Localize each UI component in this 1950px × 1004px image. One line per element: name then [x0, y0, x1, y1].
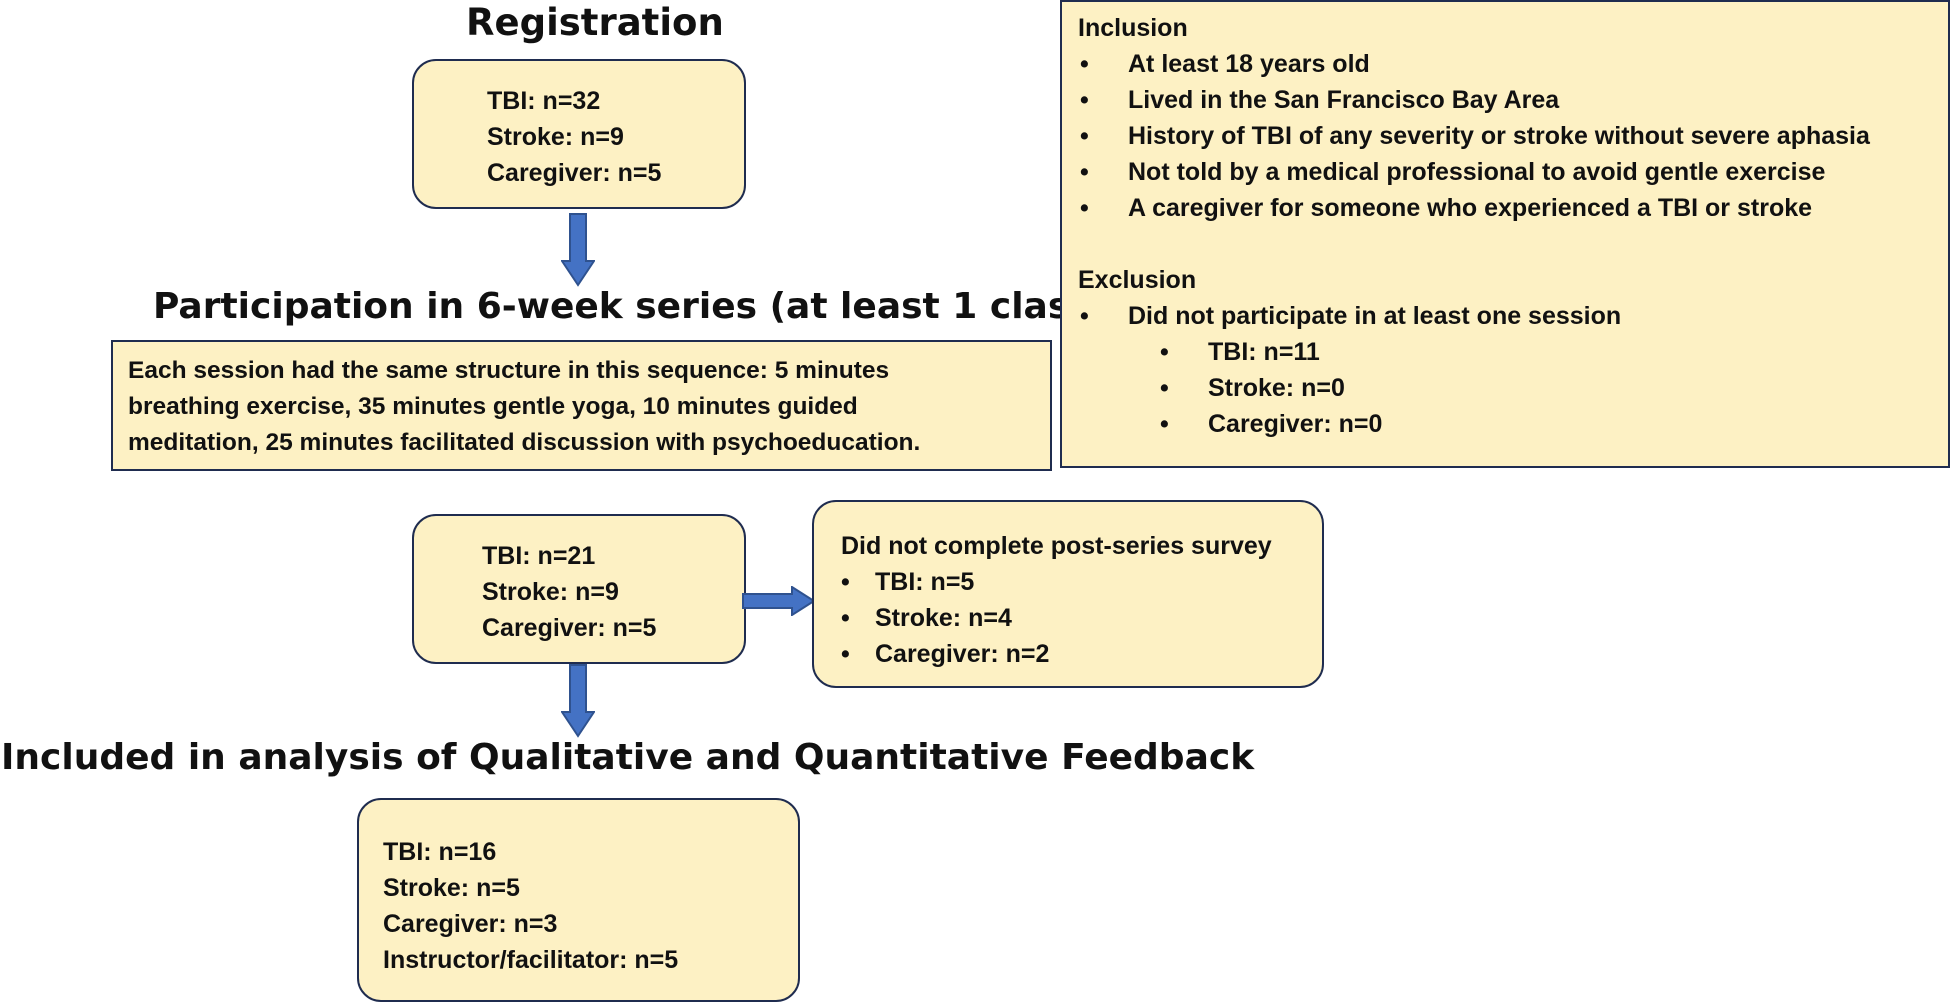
participation-heading: Participation in 6-week series (at least…: [153, 286, 1108, 327]
post-survey-item: • Caregiver: n=2: [841, 640, 1050, 668]
analysis-heading: Included in analysis of Qualitative and …: [1, 737, 1255, 778]
arrow-down-registration: [561, 213, 595, 287]
registration-stroke: Stroke: n=9: [487, 123, 624, 151]
session-line-1: Each session had the same structure in t…: [128, 357, 890, 384]
participants-box: TBI: n=21 Stroke: n=9 Caregiver: n=5: [412, 514, 746, 664]
session-line-2: breathing exercise, 35 minutes gentle yo…: [128, 393, 858, 420]
participants-caregiver: Caregiver: n=5: [482, 614, 657, 642]
participants-tbi: TBI: n=21: [482, 542, 596, 570]
registration-caregiver: Caregiver: n=5: [487, 159, 662, 187]
exclusion-item: • Did not participate in at least one se…: [1080, 302, 1622, 330]
arrow-right-post-survey: [742, 586, 816, 616]
post-survey-title: Did not complete post-series survey: [841, 532, 1272, 560]
arrow-down-participants: [561, 664, 595, 738]
post-survey-box: Did not complete post-series survey • TB…: [812, 500, 1324, 688]
criteria-box: Inclusion • At least 18 years old • Live…: [1060, 0, 1950, 468]
spacer: [1078, 226, 1938, 262]
analysis-tbi: TBI: n=16: [383, 838, 497, 866]
analysis-stroke: Stroke: n=5: [383, 874, 520, 902]
analysis-box: TBI: n=16 Stroke: n=5 Caregiver: n=3 Ins…: [357, 798, 800, 1002]
exclusion-title: Exclusion: [1078, 266, 1197, 294]
registration-tbi: TBI: n=32: [487, 87, 601, 115]
exclusion-subitem: • Stroke: n=0: [1160, 374, 1345, 402]
post-survey-item: • TBI: n=5: [841, 568, 975, 596]
post-survey-item: • Stroke: n=4: [841, 604, 1012, 632]
registration-heading: Registration: [466, 1, 724, 44]
exclusion-subitem: • Caregiver: n=0: [1160, 410, 1383, 438]
session-structure-box: Each session had the same structure in t…: [111, 340, 1052, 471]
inclusion-item: • Lived in the San Francisco Bay Area: [1080, 86, 1560, 114]
registration-box: TBI: n=32 Stroke: n=9 Caregiver: n=5: [412, 59, 746, 209]
analysis-instructor: Instructor/facilitator: n=5: [383, 946, 679, 974]
exclusion-subitem: • TBI: n=11: [1160, 338, 1320, 366]
inclusion-item: • History of TBI of any severity or stro…: [1080, 122, 1870, 150]
participants-stroke: Stroke: n=9: [482, 578, 619, 606]
inclusion-item: • Not told by a medical professional to …: [1080, 158, 1826, 186]
inclusion-item: • At least 18 years old: [1080, 50, 1370, 78]
session-line-3: meditation, 25 minutes facilitated discu…: [128, 429, 921, 456]
analysis-caregiver: Caregiver: n=3: [383, 910, 558, 938]
inclusion-title: Inclusion: [1078, 14, 1188, 42]
inclusion-item: • A caregiver for someone who experience…: [1080, 194, 1813, 222]
